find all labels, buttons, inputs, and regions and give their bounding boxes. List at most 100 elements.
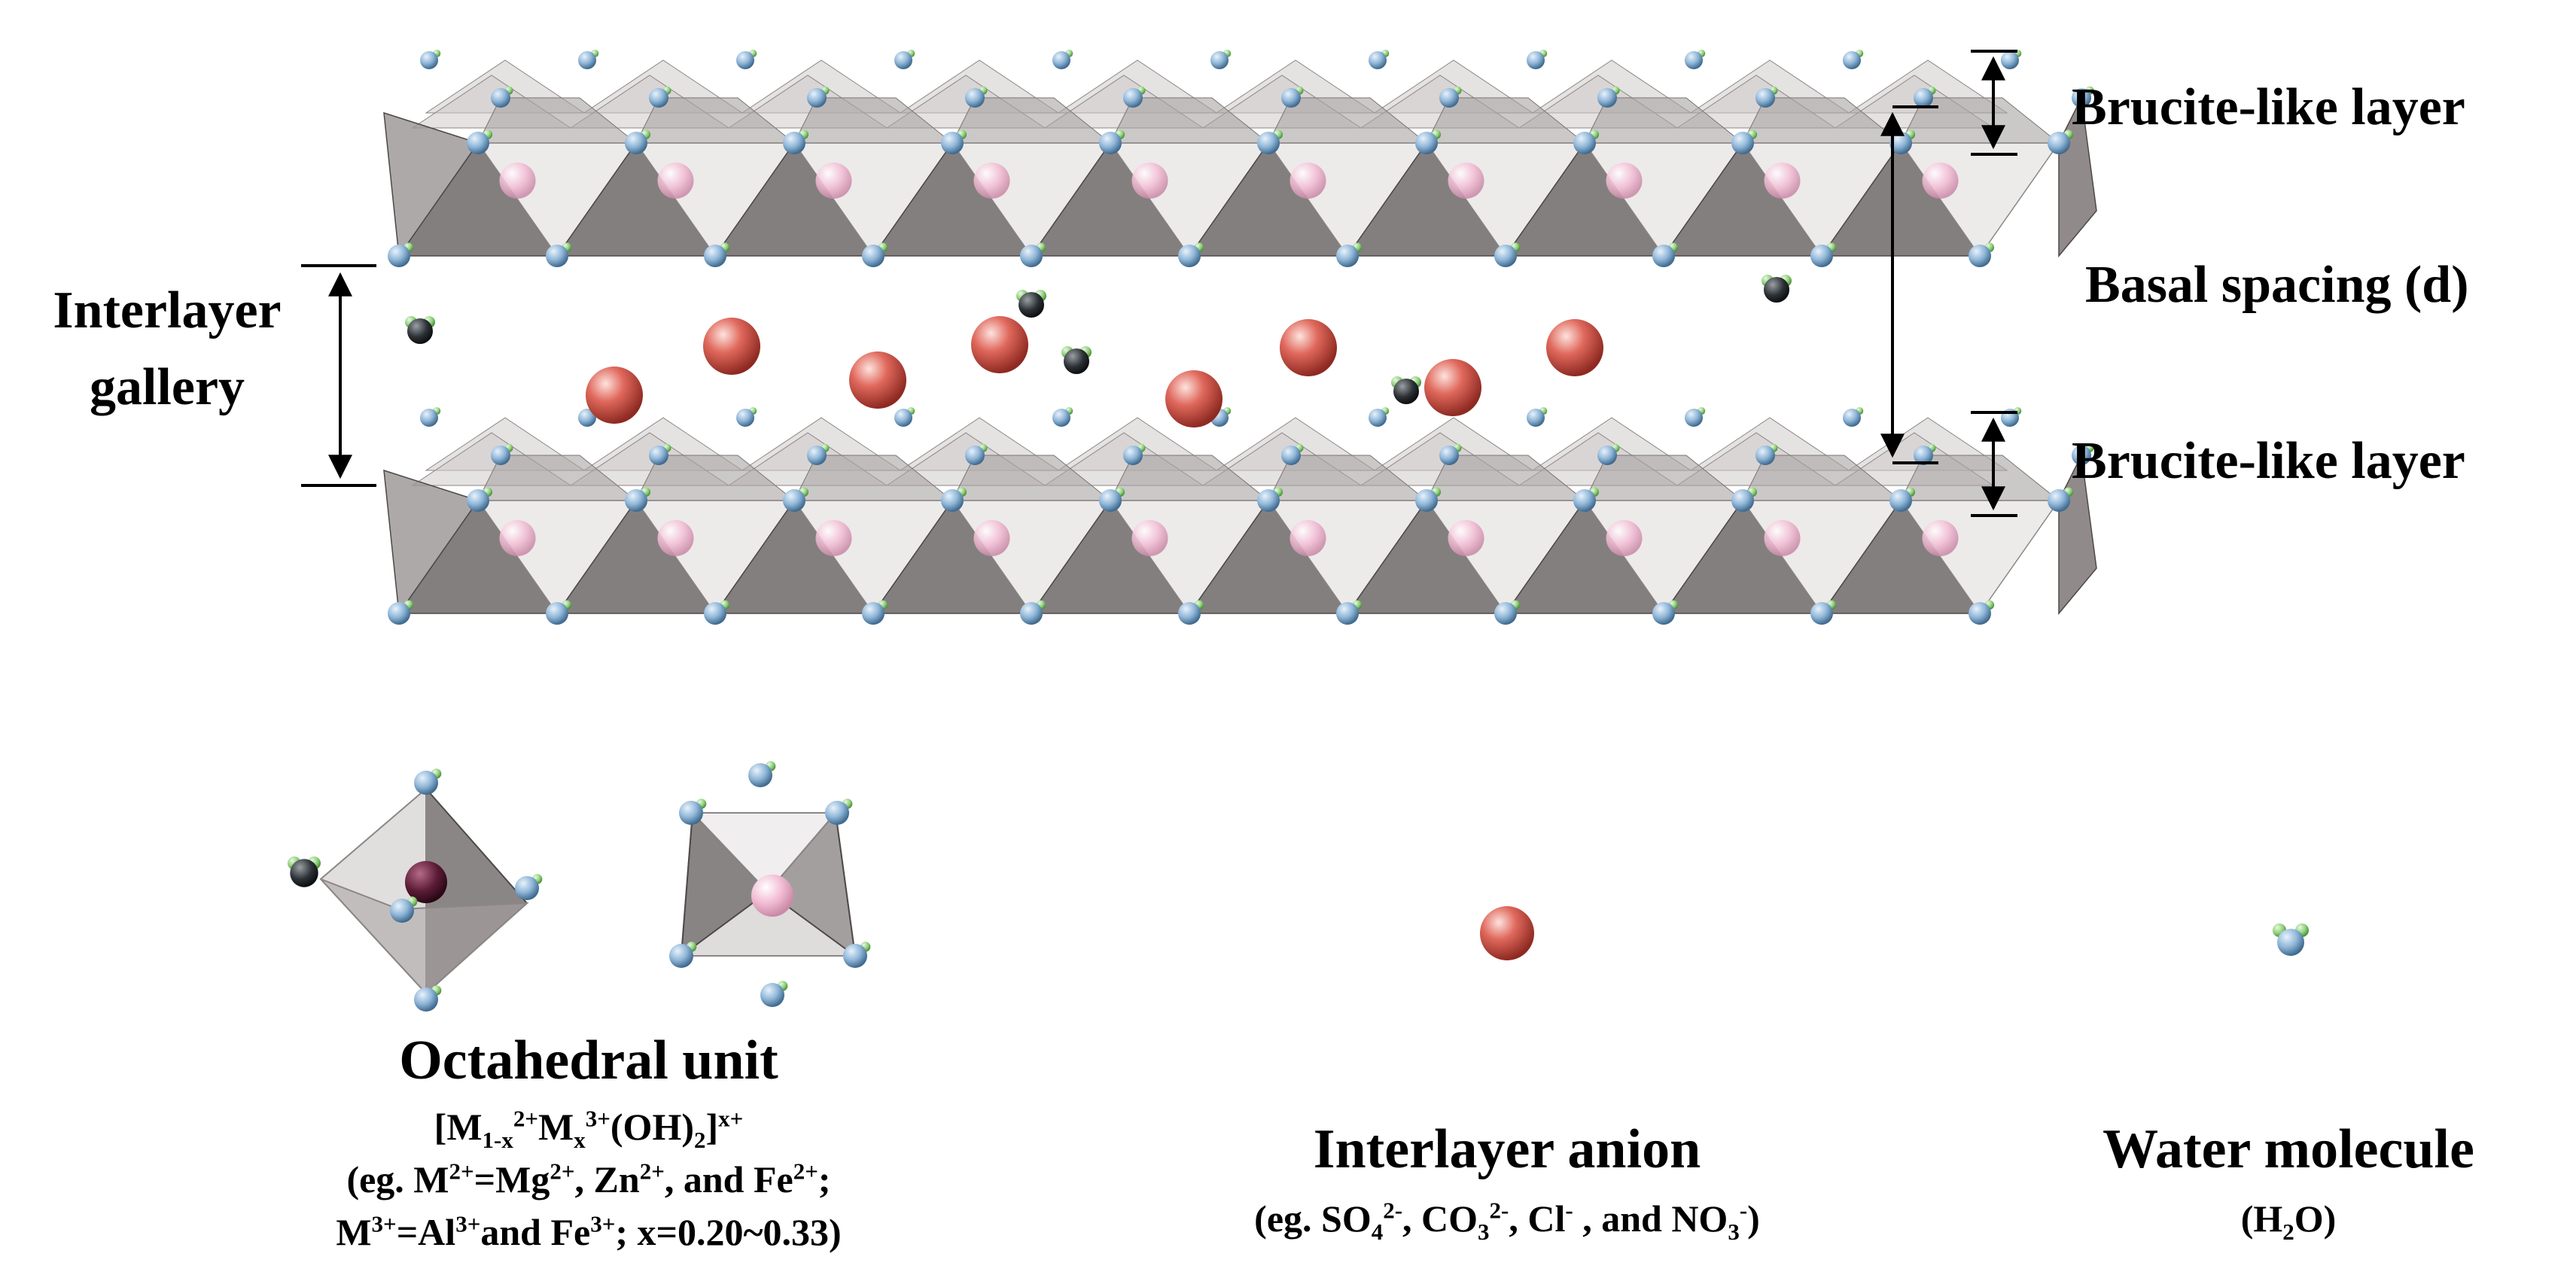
hydroxyl-oxygen-atom [1685, 51, 1703, 69]
interlayer-anion-title: Interlayer anion [1313, 1118, 1701, 1180]
hydroxyl-oxygen-atom [1369, 51, 1387, 69]
hydroxyl-oxygen-atom [1210, 51, 1229, 69]
anion-sphere [849, 351, 906, 409]
metal-cation [973, 163, 1010, 199]
octahedron-face [320, 878, 529, 995]
octahedron-face [793, 97, 954, 144]
water-oxygen-atom [1019, 292, 1044, 318]
hydroxyl-oxygen-atom [1573, 132, 1596, 154]
brucite-top-thickness-arrow [1971, 50, 2017, 156]
hydroxyl-oxygen-atom [420, 51, 438, 69]
interlayer-gallery-species [405, 275, 1792, 427]
hydroxyl-oxygen-atom [1914, 446, 1933, 465]
hydroxyl-oxygen-atom [941, 132, 964, 154]
hydroxyl-oxygen-atom [1969, 245, 1991, 267]
hydroxyl-oxygen-atom [941, 489, 964, 512]
brucite-layer-top-label: Brucite-like layer [2072, 78, 2465, 136]
octahedron-face [1268, 97, 1428, 144]
octahedron-face [477, 97, 638, 144]
metal-cation [499, 163, 536, 199]
hydroxyl-oxygen-atom [1810, 245, 1833, 267]
octahedron-face [1742, 455, 1902, 501]
hydroxyl-oxygen-atom [783, 132, 805, 154]
hydroxyl-oxygen-atom [578, 409, 596, 427]
octahedron-face [1426, 97, 1586, 144]
octahedron-face [793, 455, 954, 501]
octahedral-unit-title: Octahedral unit [399, 1030, 778, 1091]
metal-cation [973, 520, 1010, 556]
hydroxyl-oxygen-atom [894, 409, 912, 427]
octahedron-face [1426, 455, 1586, 501]
hydroxyl-oxygen-atom [1052, 409, 1070, 427]
metal-cation [1290, 520, 1326, 556]
water-oxygen-atom [1764, 277, 1789, 303]
octahedral-example-line1: (eg. M2+=Mg2+, Zn2+, and Fe2+; [346, 1158, 831, 1200]
interlayer-gallery-label-line1: Interlayer [53, 281, 282, 339]
hydroxyl-oxygen-atom [679, 801, 703, 825]
hydroxyl-oxygen-atom [1843, 409, 1861, 427]
anion-sphere [1480, 906, 1534, 960]
hydroxyl-oxygen-atom [965, 446, 985, 465]
metal-cation [751, 875, 793, 917]
octahedron-face [690, 812, 838, 893]
hydroxyl-oxygen-atom [736, 409, 754, 427]
anion-sphere [1424, 359, 1481, 416]
metal-cation [1290, 163, 1326, 199]
hydroxyl-oxygen-atom [1731, 132, 1754, 154]
hydroxyl-oxygen-atom [1969, 602, 1991, 625]
water-molecule-title: Water molecule [2103, 1118, 2474, 1180]
basal-spacing-label: Basal spacing (d) [2085, 256, 2469, 314]
metal-cation [1764, 163, 1801, 199]
hydroxyl-oxygen-atom [1889, 489, 1912, 512]
basal-spacing-arrow [1880, 105, 1938, 464]
hydroxyl-oxygen-atom [807, 446, 827, 465]
anion-sphere [1280, 319, 1337, 376]
hydroxyl-oxygen-atom [578, 51, 596, 69]
hydroxyl-oxygen-atom [1573, 489, 1596, 512]
hydroxyl-oxygen-atom [1685, 409, 1703, 427]
hydroxyl-oxygen-atom [825, 801, 849, 825]
hydroxyl-oxygen-atom [1755, 446, 1775, 465]
hydroxyl-oxygen-atom [2072, 446, 2091, 465]
anion-sphere [1165, 370, 1223, 427]
hydroxyl-oxygen-atom [625, 132, 647, 154]
hydroxyl-oxygen-atom [894, 51, 912, 69]
metal-cation [1131, 520, 1168, 556]
hydroxyl-oxygen-atom [1281, 88, 1301, 108]
hydroxyl-oxygen-atom [2048, 489, 2070, 512]
hydroxyl-oxygen-atom [491, 446, 510, 465]
hydroxyl-oxygen-atom [1052, 51, 1070, 69]
metal-cation [657, 520, 694, 556]
hydroxyl-oxygen-atom [420, 409, 438, 427]
octahedron-face [1584, 97, 1744, 144]
anion-sphere [971, 316, 1028, 373]
hydroxyl-oxygen-atom [414, 987, 438, 1012]
hydroxyl-oxygen-atom [1731, 489, 1754, 512]
brucite-layer-top [383, 49, 2097, 267]
hydroxyl-oxygen-atom [704, 602, 726, 625]
hydroxyl-oxygen-atom [1439, 88, 1459, 108]
octahedron-face [952, 455, 1112, 501]
brucite-bottom-thickness-arrow [1971, 411, 2017, 517]
hydroxyl-oxygen-atom [1494, 245, 1517, 267]
hydroxyl-oxygen-atom [1099, 132, 1122, 154]
octahedron-face [1110, 97, 1270, 144]
octahedron-face [1584, 455, 1744, 501]
hydroxyl-oxygen-atom [2048, 132, 2070, 154]
hydroxyl-oxygen-atom [1652, 245, 1675, 267]
hydroxyl-oxygen-atom [1178, 245, 1201, 267]
hydroxyl-oxygen-atom [1178, 602, 1201, 625]
hydroxyl-oxygen-atom [843, 944, 867, 968]
interlayer-gallery-label-line2: gallery [89, 358, 245, 416]
octahedron-face [477, 455, 638, 501]
hydroxyl-oxygen-atom [1369, 409, 1387, 427]
hydroxyl-oxygen-atom [760, 983, 784, 1007]
hydroxyl-oxygen-atom [1257, 489, 1280, 512]
hydroxyl-oxygen-atom [1652, 602, 1675, 625]
octahedron-face [952, 97, 1112, 144]
hydroxyl-oxygen-atom [1439, 446, 1459, 465]
hydroxyl-oxygen-atom [704, 245, 726, 267]
metal-cation [1764, 520, 1801, 556]
hydroxyl-oxygen-atom [1281, 446, 1301, 465]
hydroxyl-oxygen-atom [1527, 409, 1545, 427]
